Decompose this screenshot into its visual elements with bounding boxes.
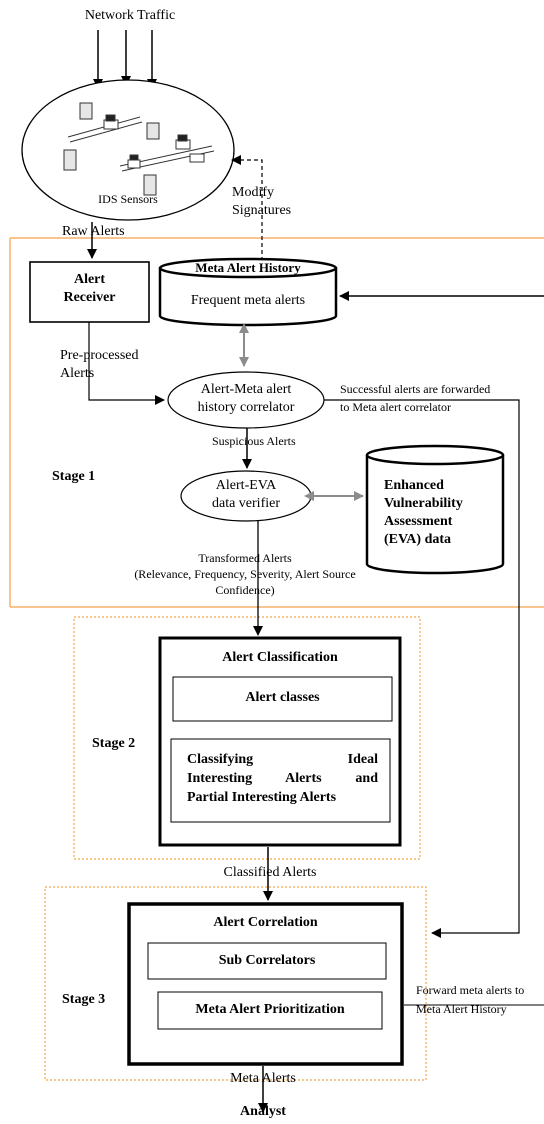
correlator-line2: history correlator xyxy=(197,400,295,415)
preprocessed-alerts-arrow xyxy=(88,322,165,405)
stage1-region xyxy=(9,237,544,608)
alert-classes-box xyxy=(172,676,393,722)
successful-line2: to Meta alert correlator xyxy=(340,400,451,414)
network-traffic-label: Network Traffic xyxy=(84,8,176,23)
eva-line4: (EVA) data xyxy=(384,532,452,547)
transformed-line2: (Relevance, Frequency, Severity, Alert S… xyxy=(134,567,356,581)
meta-alert-history-cylinder xyxy=(158,257,338,327)
eva-line3: Assessment xyxy=(384,514,453,529)
classified-alerts-label: Classified Alerts xyxy=(223,865,317,880)
classifying-line2: Interesting Alerts and xyxy=(187,771,378,786)
verifier-line1: Alert-EVA xyxy=(215,478,277,493)
stage1-title: Stage 1 xyxy=(52,469,96,484)
sub-correlators-box xyxy=(147,942,387,980)
forward-line2: Meta Alert History xyxy=(416,1002,507,1016)
prioritization-label: Meta Alert Prioritization xyxy=(195,1002,345,1017)
meta-alert-history-title: Meta Alert History xyxy=(195,260,301,275)
forward-line1: Forward meta alerts to xyxy=(416,983,525,997)
modify-label: Modify xyxy=(232,185,274,200)
classifying-line3: Partial Interesting Alerts xyxy=(187,790,337,805)
classifying-box xyxy=(170,738,391,823)
alert-correlation-box xyxy=(127,902,404,1066)
suspicious-alerts-label: Suspicious Alerts xyxy=(212,434,296,448)
alert-classes-label: Alert classes xyxy=(245,690,320,705)
alert-receiver-line2: Receiver xyxy=(63,290,116,305)
signatures-label: Signatures xyxy=(232,203,292,218)
preprocessed-line1: Pre-processed xyxy=(60,348,139,363)
ids-sensor-ellipse xyxy=(21,79,235,221)
verifier-line2: data verifier xyxy=(211,496,280,511)
transformed-line3: Confidence) xyxy=(215,583,275,597)
successful-alerts-arrow xyxy=(324,399,520,938)
stage2-title: Stage 2 xyxy=(92,736,136,751)
raw-alerts-label: Raw Alerts xyxy=(62,224,125,239)
stage3-region xyxy=(44,886,427,1081)
prioritization-box xyxy=(157,991,383,1030)
network-illustration xyxy=(63,102,215,196)
ids-sensors-label: IDS Sensors xyxy=(98,192,158,206)
correlator-line1: Alert-Meta alert xyxy=(200,382,292,397)
sub-correlators-label: Sub Correlators xyxy=(218,953,316,968)
successful-line1: Successful alerts are forwarded xyxy=(340,382,491,396)
eva-line2: Vulnerability xyxy=(384,496,463,511)
alert-receiver-line1: Alert xyxy=(73,272,106,287)
stage3-title: Stage 3 xyxy=(62,992,106,1007)
classifying-line1: Classifying Ideal xyxy=(187,752,378,767)
transformed-line1: Transformed Alerts xyxy=(198,551,292,565)
stage2-region xyxy=(73,616,421,860)
eva-data-cylinder xyxy=(365,444,505,575)
eva-line1: Enhanced xyxy=(384,478,444,493)
alert-receiver-box xyxy=(29,261,150,323)
analyst-label: Analyst xyxy=(240,1104,286,1119)
meta-alerts-label: Meta Alerts xyxy=(230,1071,296,1086)
meta-alert-history-body: Frequent meta alerts xyxy=(190,293,306,308)
alert-classification-title: Alert Classification xyxy=(222,650,338,665)
alert-correlation-title: Alert Correlation xyxy=(213,915,318,930)
preprocessed-line2: Alerts xyxy=(60,366,95,381)
